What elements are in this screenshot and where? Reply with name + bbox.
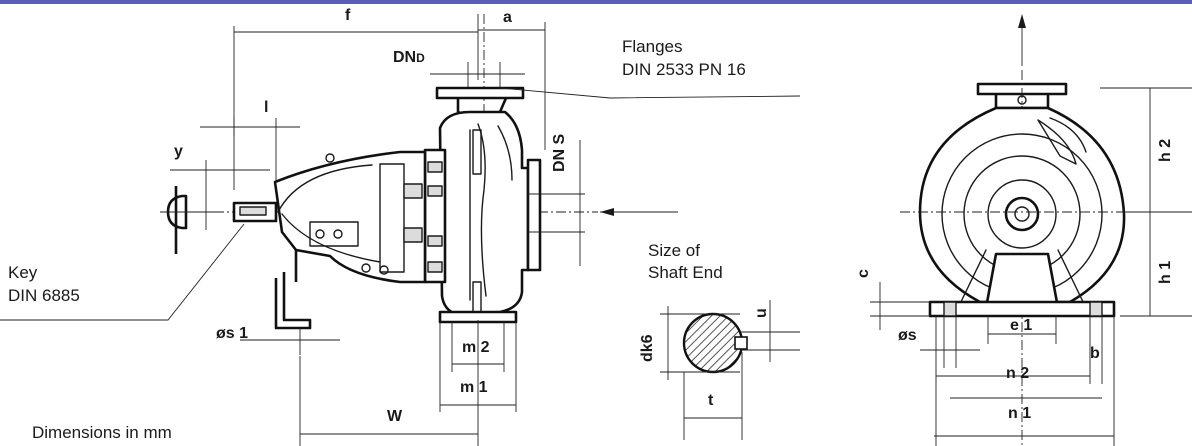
key-note-line2: DIN 6885 xyxy=(8,286,80,305)
key-note-line1: Key xyxy=(8,263,38,282)
front-view xyxy=(870,14,1192,446)
flanges-note-line2: DIN 2533 PN 16 xyxy=(622,60,746,79)
dim-dk6: dk6 xyxy=(639,334,656,362)
dim-s: øs xyxy=(898,327,917,344)
dim-u: u xyxy=(753,308,770,318)
side-view xyxy=(0,14,801,446)
dim-h1: h 1 xyxy=(1157,260,1174,284)
flanges-note-line1: Flanges xyxy=(622,37,683,56)
dim-f: f xyxy=(345,7,351,24)
dim-s1: øs 1 xyxy=(216,325,249,342)
shaft-section xyxy=(660,300,800,440)
dim-c: c xyxy=(855,269,872,278)
top-accent-bar xyxy=(0,0,1192,4)
dim-n1: n 1 xyxy=(1008,405,1032,422)
dim-e1: e 1 xyxy=(1010,317,1033,334)
shaft-end-note-line2: Shaft End xyxy=(648,263,723,282)
units-note: Dimensions in mm xyxy=(32,423,172,442)
dim-m2: m 2 xyxy=(462,339,490,356)
dim-dn-s: DN S xyxy=(551,133,568,172)
dim-dn-d: DND xyxy=(393,50,425,66)
dim-n2: n 2 xyxy=(1006,365,1030,382)
dim-t: t xyxy=(708,392,714,409)
dim-dn-d-sub: D xyxy=(416,51,425,65)
dim-h2: h 2 xyxy=(1157,138,1174,162)
dim-l: l xyxy=(264,99,269,116)
shaft-end-note-line1: Size of xyxy=(648,241,700,260)
dim-m1: m 1 xyxy=(460,379,488,396)
dim-dn-d-main: DN xyxy=(393,49,417,66)
dim-w: W xyxy=(387,408,403,425)
dim-a: a xyxy=(503,9,512,26)
dim-b: b xyxy=(1090,345,1100,362)
dim-y: y xyxy=(174,143,183,160)
